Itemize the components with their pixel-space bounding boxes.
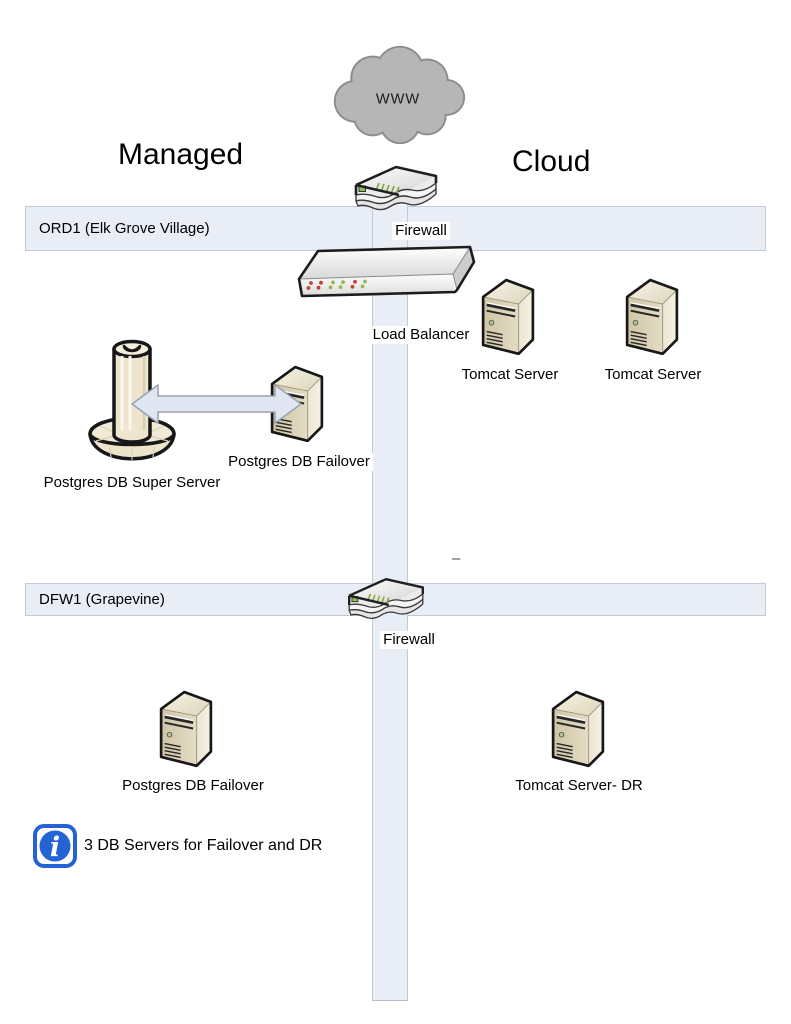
cloud-icon: WWW	[324, 39, 470, 151]
node-tomcat-2	[620, 271, 684, 362]
zone-managed-label: Managed	[118, 138, 244, 171]
server-tower-icon	[476, 271, 540, 362]
firewall-icon	[346, 163, 446, 225]
node-tomcat-2-label: Tomcat Server	[601, 366, 705, 384]
www-cloud: WWW	[324, 39, 470, 151]
server-tower-icon	[620, 271, 684, 362]
info-note-text: 3 DB Servers for Failover and DR	[84, 837, 323, 854]
double-arrow-icon	[131, 383, 302, 425]
info-icon: i	[33, 824, 77, 868]
replication-double-arrow	[131, 383, 302, 430]
info-icon-glyph: i	[50, 832, 60, 863]
node-load-balancer	[291, 245, 477, 303]
server-tower-icon	[154, 683, 218, 774]
www-label: WWW	[376, 91, 420, 107]
node-firewall-bottom	[340, 575, 432, 633]
stray-dash: –	[452, 550, 461, 567]
node-firewall-top-label: Firewall	[392, 222, 450, 240]
node-tomcat-1	[476, 271, 540, 362]
server-tower-icon	[546, 683, 610, 774]
node-postgres-failover-bottom-label: Postgres DB Failover	[119, 777, 267, 795]
zone-cloud-label: Cloud	[512, 145, 591, 178]
band-dfw1-label: DFW1 (Grapevine)	[39, 591, 165, 608]
load-balancer-icon	[291, 245, 477, 303]
node-postgres-failover-top-label: Postgres DB Failover	[225, 453, 373, 471]
node-tomcat-dr-label: Tomcat Server- DR	[512, 777, 646, 795]
firewall-icon	[340, 575, 432, 633]
node-firewall-top	[346, 163, 446, 225]
node-tomcat-1-label: Tomcat Server	[458, 366, 562, 384]
node-postgres-failover-bottom	[154, 683, 218, 774]
info-note: i 3 DB Servers for Failover and DR	[32, 823, 322, 869]
node-postgres-super-server-label: Postgres DB Super Server	[40, 474, 224, 492]
band-ord1-label: ORD1 (Elk Grove Village)	[39, 220, 210, 237]
node-tomcat-dr	[546, 683, 610, 774]
node-firewall-bottom-label: Firewall	[380, 631, 438, 649]
node-load-balancer-label: Load Balancer	[369, 326, 473, 344]
